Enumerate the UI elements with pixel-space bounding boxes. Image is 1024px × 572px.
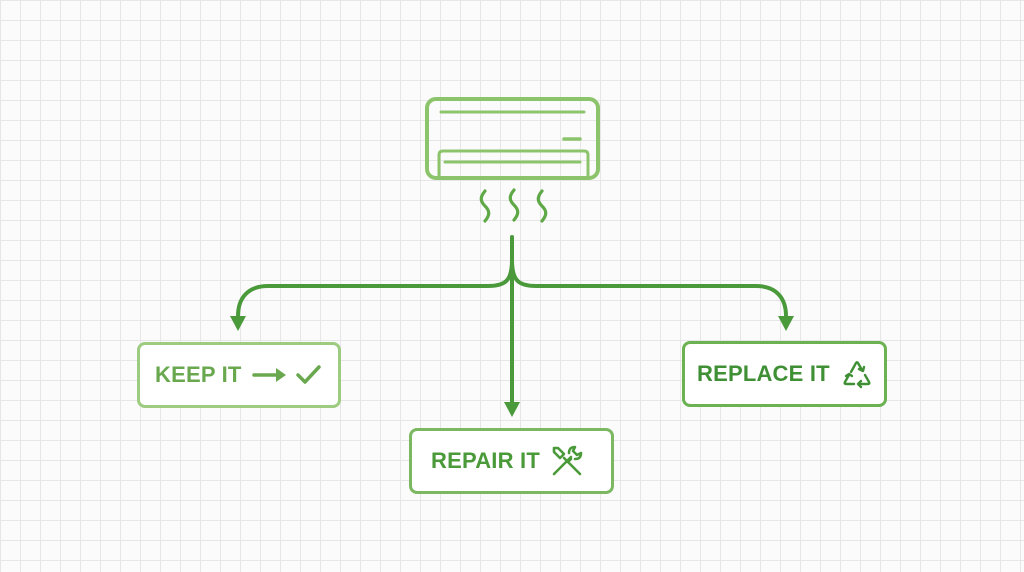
arrowhead-center bbox=[504, 402, 520, 417]
airflow-waves-icon bbox=[479, 188, 548, 223]
air-conditioner-icon bbox=[425, 97, 600, 180]
arrowhead-right bbox=[778, 316, 794, 331]
connector-left bbox=[236, 258, 514, 318]
option-repair-it-label: REPAIR IT bbox=[431, 448, 540, 473]
option-keep-it-label: KEEP IT bbox=[155, 362, 242, 387]
wrench-screwdriver-icon bbox=[550, 444, 584, 478]
connector-lines bbox=[236, 235, 788, 407]
recycle-icon bbox=[840, 358, 874, 390]
connector-right bbox=[510, 258, 788, 318]
option-repair-it: REPAIR IT bbox=[409, 428, 614, 494]
connector-arrowheads bbox=[230, 316, 794, 417]
arrow-check-icon bbox=[251, 363, 326, 387]
option-replace-it-label: REPLACE IT bbox=[697, 361, 830, 386]
option-keep-it: KEEP IT bbox=[137, 342, 341, 408]
option-replace-it: REPLACE IT bbox=[682, 341, 887, 407]
arrowhead-left bbox=[230, 316, 246, 331]
